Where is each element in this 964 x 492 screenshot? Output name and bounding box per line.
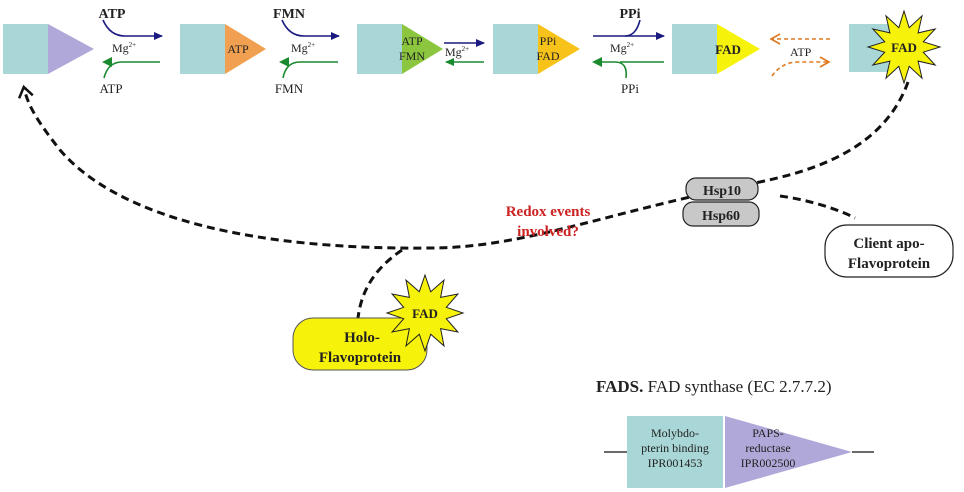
- transition-4: PPi Mg2+ PPi: [592, 7, 665, 96]
- holo-star-label: FAD: [412, 306, 438, 321]
- hsp60-pill: [682, 201, 760, 227]
- domain2-line2: reductase: [745, 441, 790, 455]
- step-2: ATP: [180, 24, 266, 74]
- dashed-forward-arrow: [771, 56, 831, 77]
- transition-5: ATP: [769, 33, 831, 77]
- step-4-triangle-label-1: PPi: [540, 34, 557, 48]
- step-1-triangle: [48, 24, 94, 74]
- molybdopterin-domain: [627, 416, 723, 488]
- forward-arrow: [281, 19, 340, 40]
- reverse-arrow: [103, 61, 160, 79]
- domain1-line2: pterin binding: [641, 441, 709, 455]
- transition-4-top-label: PPi: [620, 7, 641, 22]
- forward-arrow: [593, 19, 641, 37]
- step-5-triangle: [717, 24, 760, 74]
- step-3-triangle: [402, 24, 443, 74]
- step-1: [3, 24, 94, 74]
- fad-star-burst: [866, 9, 942, 85]
- hsp10-pill: [685, 177, 759, 201]
- release-step: FAD: [849, 9, 942, 85]
- forward-arrow: [102, 19, 163, 40]
- step-3: ATP FMN: [357, 24, 443, 74]
- reverse-arrow: [282, 61, 338, 79]
- transition-2-cofactor: Mg2+: [291, 41, 315, 55]
- step-4-triangle-label-2: FAD: [536, 49, 559, 63]
- transition-2-bottom-label: FMN: [275, 81, 304, 96]
- transition-2-top-label: FMN: [273, 7, 305, 22]
- transition-1-top-label: ATP: [99, 7, 126, 22]
- step-5: FAD: [672, 24, 760, 74]
- recycle-arc: [24, 81, 910, 250]
- holo-flavoprotein: FAD Holo- Flavoprotein: [292, 273, 465, 371]
- step-4: PPi FAD: [493, 24, 580, 74]
- chaperone-complex: Hsp10 Hsp60: [682, 177, 760, 227]
- reverse-arrow-head: [592, 57, 602, 67]
- step-3-square: [357, 24, 402, 74]
- hsp10-label: Hsp10: [703, 184, 741, 199]
- domain2-line3: IPR002500: [741, 456, 796, 470]
- transition-5-label: ATP: [790, 45, 812, 59]
- holo-label-line2: Flavoprotein: [319, 350, 402, 366]
- client-link: [779, 194, 856, 220]
- fads-title: FADS. FAD synthase (EC 2.7.7.2): [596, 377, 831, 396]
- reverse-arrow: [596, 61, 628, 79]
- client-box: [824, 224, 954, 278]
- reverse-arrow-head: [279, 57, 289, 67]
- transition-3-cofactor: Mg2+: [445, 45, 469, 59]
- redox-label-line2: involved?: [517, 224, 579, 240]
- step-2-triangle: [225, 24, 266, 74]
- step-2-square: [180, 24, 225, 74]
- fads-domain-architecture: FADS. FAD synthase (EC 2.7.7.2) Molybdo-…: [596, 377, 874, 488]
- step-5-triangle-label: FAD: [715, 42, 741, 57]
- step-2-triangle-label: ATP: [227, 42, 249, 56]
- transition-1-bottom-label: ATP: [99, 81, 122, 96]
- transition-3: Mg2+: [444, 39, 485, 66]
- client-label-line1: Client apo-: [853, 236, 924, 252]
- domain2-line1: PAPS-: [752, 426, 784, 440]
- transition-1: ATP Mg2+ ATP: [99, 7, 163, 96]
- transition-4-bottom-label: PPi: [621, 81, 639, 96]
- hsp60-label: Hsp60: [702, 209, 740, 224]
- holo-link: [356, 248, 403, 319]
- step-3-triangle-label-2: FMN: [399, 49, 425, 63]
- step-5-square: [672, 24, 717, 74]
- paps-reductase-domain: [725, 416, 852, 488]
- transition-1-cofactor: Mg2+: [112, 41, 136, 55]
- domain1-line1: Molybdo-: [651, 426, 699, 440]
- reverse-arrow-head: [102, 57, 112, 67]
- transition-4-cofactor: Mg2+: [610, 41, 634, 55]
- step-4-square: [493, 24, 538, 74]
- step-4-triangle: [538, 24, 580, 74]
- domain1-line3: IPR001453: [648, 456, 703, 470]
- client-label-line2: Flavoprotein: [848, 256, 931, 272]
- transition-2: FMN Mg2+ FMN: [273, 7, 340, 96]
- step-1-square: [3, 24, 48, 74]
- holo-label-line1: Holo-: [344, 330, 380, 346]
- step-3-triangle-label-1: ATP: [401, 34, 423, 48]
- redox-label-line1: Redox events: [506, 204, 591, 220]
- holo-fad-star-burst: [385, 273, 465, 353]
- client-apo-flavoprotein: Client apo- Flavoprotein: [824, 224, 954, 278]
- fad-star-label: FAD: [891, 40, 917, 55]
